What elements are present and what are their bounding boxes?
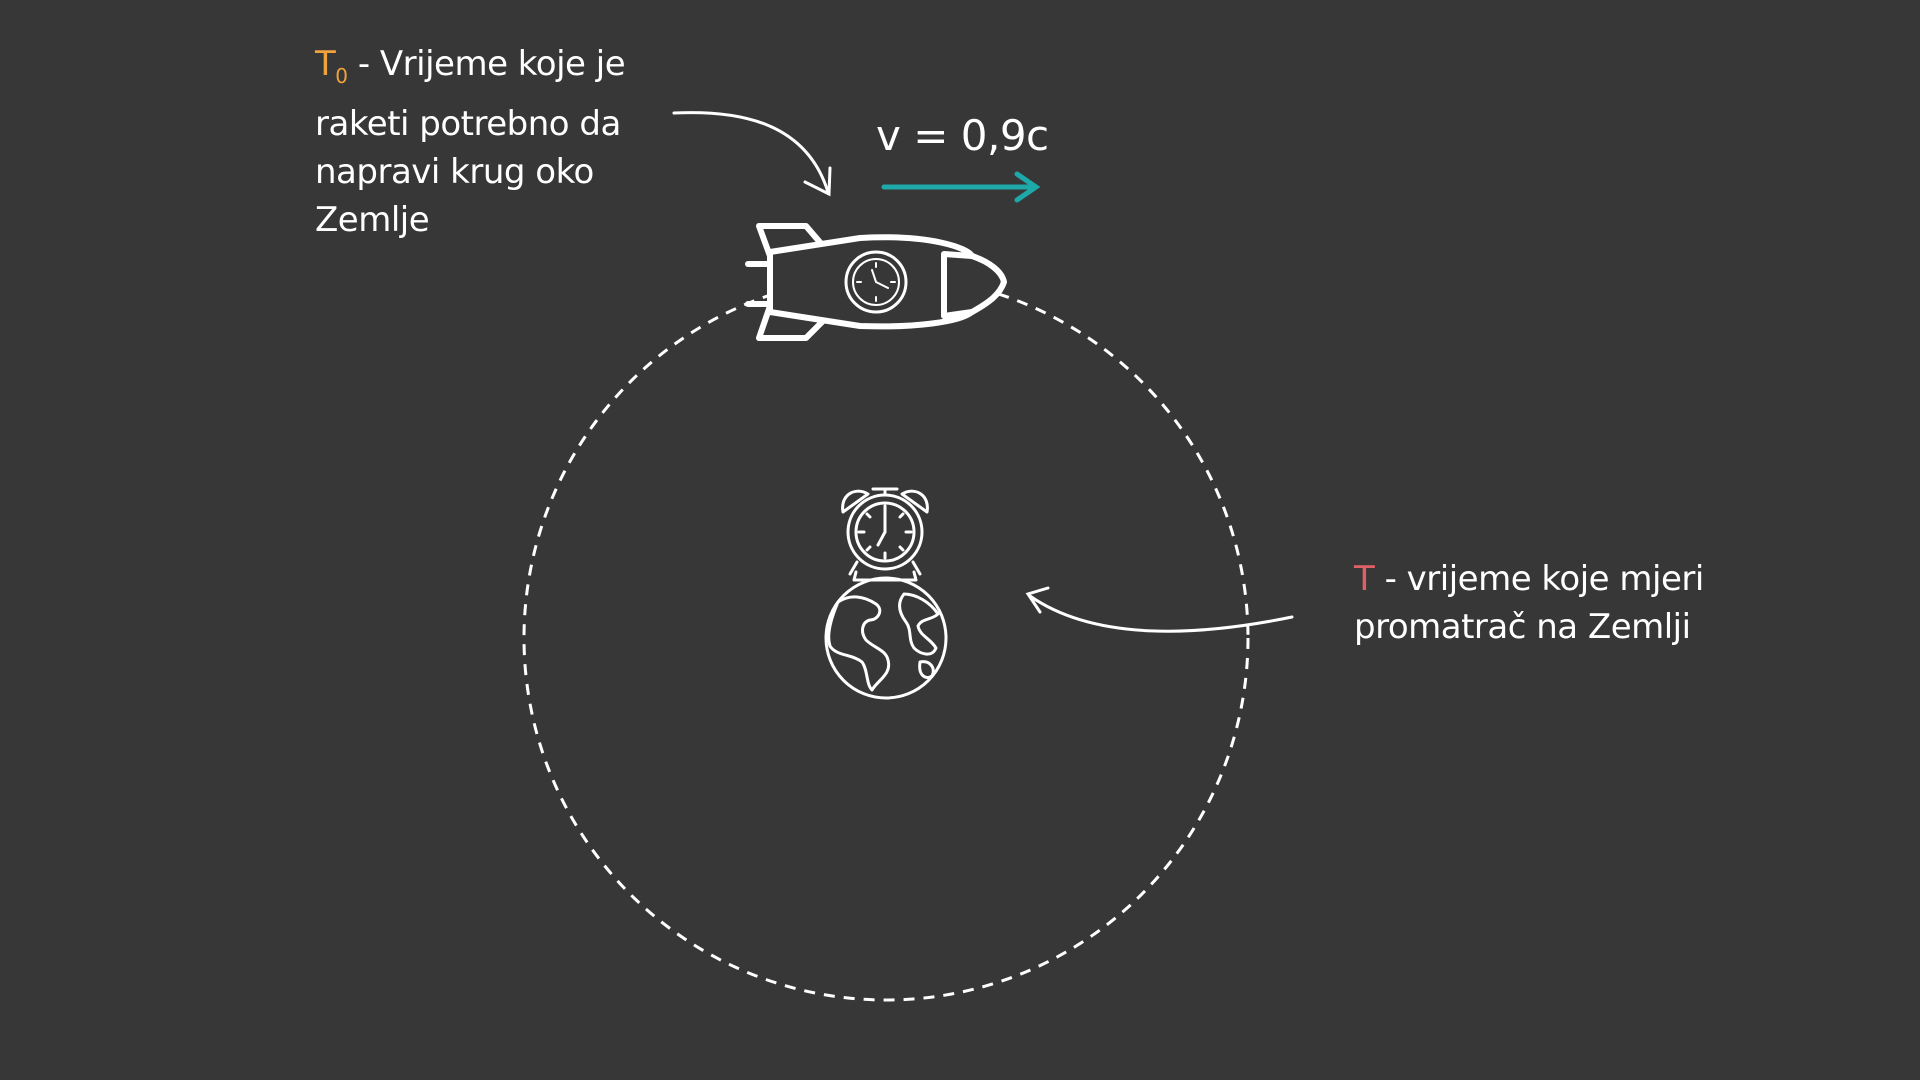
t0-description: - Vrijeme koje je raketi potrebno da nap… [315, 44, 626, 240]
rocket-icon [745, 223, 1007, 341]
velocity-arrow [881, 171, 1041, 203]
t-symbol: T [1354, 559, 1375, 599]
t-label: T - vrijeme koje mjeri promatrač na Zeml… [1354, 555, 1774, 651]
t0-symbol: T [315, 44, 336, 84]
earth-globe-icon [824, 576, 948, 700]
t0-label: T0 - Vrijeme koje je raketi potrebno da … [315, 40, 675, 244]
alarm-clock-icon [841, 487, 929, 582]
clock-icon [844, 250, 908, 314]
t0-subscript: 0 [335, 64, 348, 88]
t-description: - vrijeme koje mjeri promatrač na Zemlji [1354, 559, 1704, 647]
t-pointer-arrow [1025, 586, 1294, 633]
orbit-path [522, 274, 1250, 1002]
t0-pointer-arrow [672, 111, 832, 197]
velocity-label: v = 0,9c [876, 111, 1049, 160]
